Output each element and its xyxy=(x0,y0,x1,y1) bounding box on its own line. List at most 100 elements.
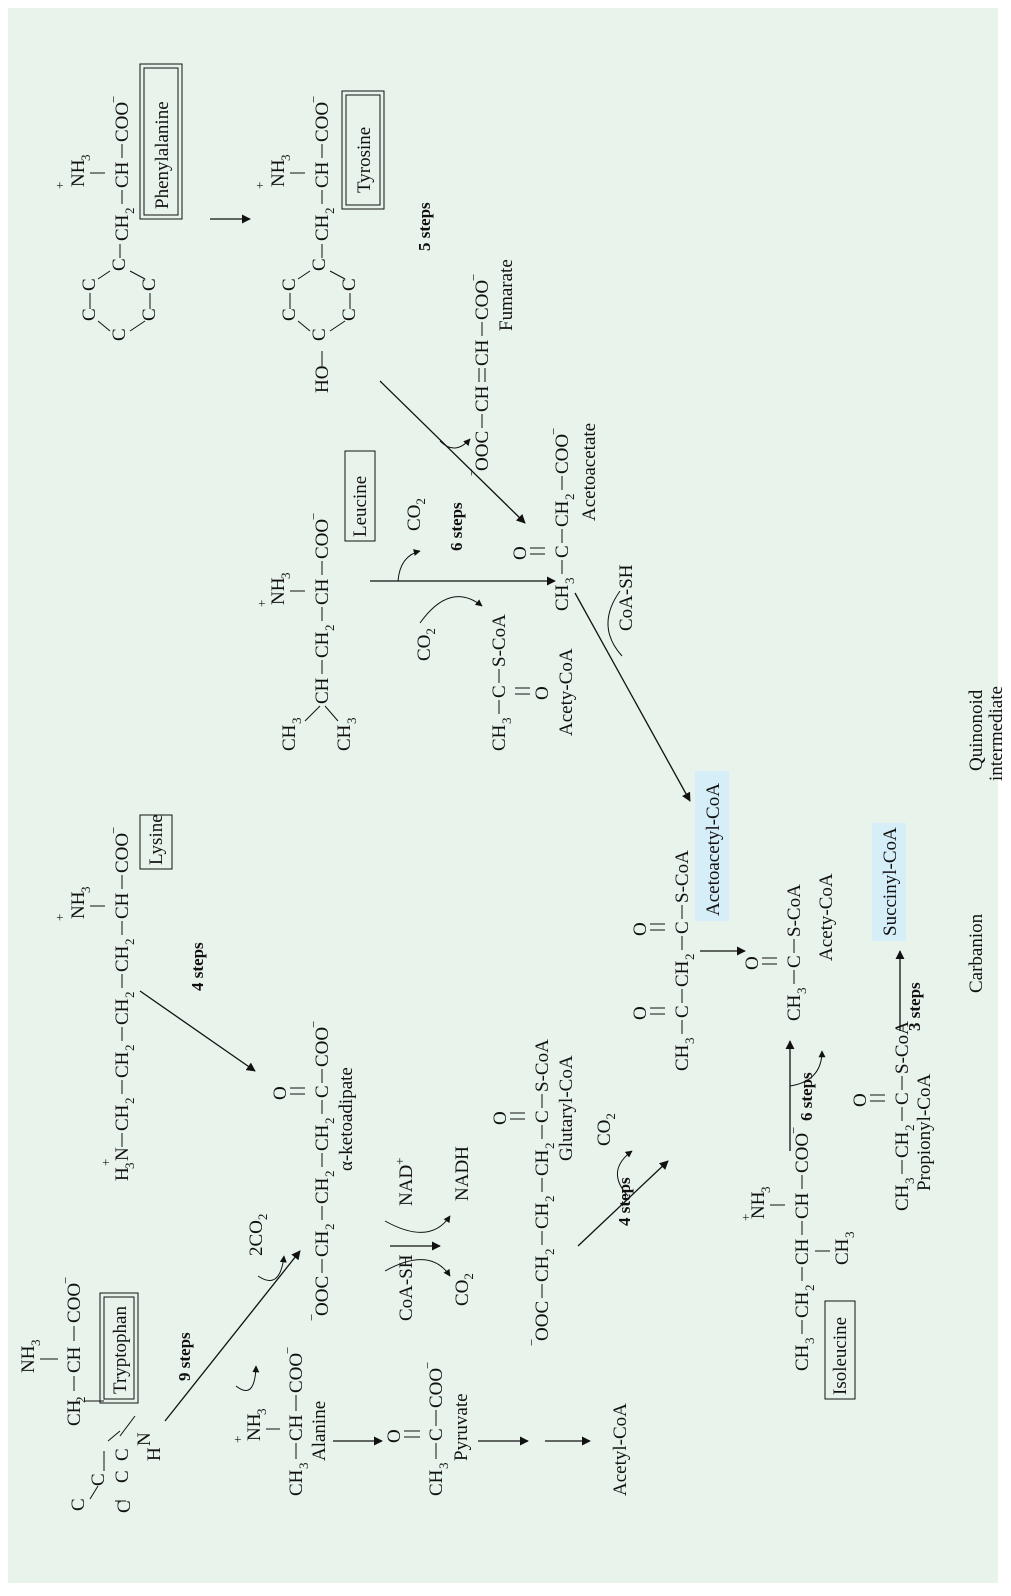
svg-text:−: − xyxy=(466,274,481,281)
tyrosine-label: Tyrosine xyxy=(354,127,375,193)
svg-text:C: C xyxy=(339,278,360,291)
acety-coa-structure-2: CH3 C S-CoA O xyxy=(742,884,809,1021)
nad-arrow xyxy=(384,1215,451,1233)
svg-text:C: C xyxy=(339,308,360,321)
co2-d-arrow xyxy=(419,596,483,624)
ketoadipate-structure: OOC− CH2 CH2 CH2 C COO− O xyxy=(270,1021,337,1321)
svg-text:C: C xyxy=(784,955,805,968)
coash-label-2: CoA-SH xyxy=(616,564,637,631)
svg-text:COO: COO xyxy=(312,519,333,559)
svg-text:COO: COO xyxy=(312,1027,333,1067)
svg-text:2: 2 xyxy=(122,939,137,946)
svg-text:O: O xyxy=(742,956,763,970)
lysine-label: Lysine xyxy=(146,814,167,865)
svg-text:COO: COO xyxy=(64,1283,85,1323)
nad-label: NAD+ xyxy=(392,1157,417,1206)
svg-text:3: 3 xyxy=(802,1338,817,1345)
svg-text:C: C xyxy=(114,1500,135,1513)
svg-text:2: 2 xyxy=(322,1118,337,1125)
svg-text:3: 3 xyxy=(78,155,93,162)
lysine-arrow xyxy=(139,990,256,1072)
svg-text:CH: CH xyxy=(312,214,333,241)
svg-text:+: + xyxy=(738,1214,753,1221)
svg-text:CH: CH xyxy=(286,1414,307,1441)
svg-text:COO: COO xyxy=(112,102,133,142)
acety-coa-structure-1: CH3 C S-CoA O xyxy=(489,614,553,751)
svg-text:3: 3 xyxy=(78,887,93,894)
svg-text:C: C xyxy=(88,1473,109,1486)
svg-text:O: O xyxy=(384,1429,405,1443)
svg-text:C: C xyxy=(552,545,573,558)
svg-text:CH: CH xyxy=(312,631,333,658)
svg-text:CH: CH xyxy=(112,945,133,972)
svg-text:NH: NH xyxy=(68,159,89,187)
svg-text:2: 2 xyxy=(682,954,697,961)
svg-text:CH: CH xyxy=(112,1051,133,1078)
acetoacetate-arrow xyxy=(574,592,691,802)
svg-text:2: 2 xyxy=(562,494,577,501)
svg-text:−: − xyxy=(524,1339,539,1346)
svg-text:O: O xyxy=(270,1086,291,1100)
tyrosine-structure: CC CC CC HO CH2 CH COO− NH3+ xyxy=(252,96,360,393)
svg-text:CH: CH xyxy=(472,339,493,366)
pyruvate-label: Pyruvate xyxy=(451,1393,472,1461)
svg-text:3: 3 xyxy=(436,1463,451,1470)
svg-text:−: − xyxy=(280,1347,295,1354)
trp-steps-label: 9 steps xyxy=(175,1332,194,1381)
tryptophan-label: Tryptophan xyxy=(110,1306,131,1394)
svg-text:CH: CH xyxy=(64,1399,85,1426)
quinonoid-label: Quinonoid xyxy=(966,689,987,771)
svg-text:3: 3 xyxy=(278,573,293,580)
svg-text:C: C xyxy=(112,1470,133,1483)
leucine-box xyxy=(344,450,376,542)
svg-text:CH: CH xyxy=(312,677,333,704)
svg-text:−: − xyxy=(304,1314,319,1321)
acety-coa-label-2: Acety-CoA xyxy=(816,873,837,961)
svg-text:3: 3 xyxy=(758,1187,773,1194)
svg-text:NH: NH xyxy=(748,1191,769,1219)
svg-text:−: − xyxy=(106,827,121,834)
svg-text:CH: CH xyxy=(532,1202,553,1229)
svg-text:2: 2 xyxy=(73,1397,88,1404)
svg-text:O: O xyxy=(850,1093,871,1107)
svg-text:CH: CH xyxy=(312,1177,333,1204)
acety-coa-label-1: Acety-CoA xyxy=(556,648,577,736)
svg-text:COO: COO xyxy=(426,1368,447,1408)
svg-text:CH: CH xyxy=(532,1149,553,1176)
svg-text:CH: CH xyxy=(792,1192,813,1219)
svg-text:+: + xyxy=(254,600,269,607)
tyr-steps-label: 5 steps xyxy=(415,202,434,251)
svg-text:OOC: OOC xyxy=(532,1301,553,1341)
svg-text:O: O xyxy=(630,922,651,936)
svg-text:CH: CH xyxy=(532,1255,553,1282)
svg-text:C: C xyxy=(112,1448,133,1461)
svg-text:−: − xyxy=(420,1362,435,1369)
glut-steps-label: 4 steps xyxy=(615,1177,634,1226)
svg-text:3: 3 xyxy=(842,1232,857,1239)
fumarate-arrow xyxy=(439,438,471,449)
svg-text:CH: CH xyxy=(784,994,805,1021)
svg-text:2: 2 xyxy=(322,625,337,632)
tyrosine-arrow xyxy=(379,380,526,524)
two-co2-label: 2CO2 xyxy=(246,1214,270,1256)
svg-text:NH: NH xyxy=(244,1413,265,1441)
propionyl-label: Propionyl-CoA xyxy=(914,1074,935,1191)
glutaryl-structure: OOC− CH2 CH2 CH2 C S-CoA O xyxy=(490,1039,557,1346)
svg-text:3: 3 xyxy=(254,1409,269,1416)
svg-text:2: 2 xyxy=(542,1143,557,1150)
svg-text:NH: NH xyxy=(268,159,289,187)
coash-2-arrow xyxy=(607,590,623,657)
svg-text:−: − xyxy=(106,96,121,103)
svg-text:C: C xyxy=(489,685,510,698)
acetoacetate-structure: CH3 C CH2 COO− O xyxy=(510,428,577,611)
coash-label-1: CoA-SH xyxy=(396,1254,417,1321)
svg-text:C: C xyxy=(672,1005,693,1018)
prop-steps-label: 3 steps xyxy=(905,982,924,1031)
svg-text:2: 2 xyxy=(542,1196,557,1203)
svg-text:C: C xyxy=(279,308,300,321)
svg-text:C: C xyxy=(426,1428,447,1441)
background xyxy=(8,8,998,1583)
svg-text:O: O xyxy=(532,686,553,700)
svg-text:2: 2 xyxy=(902,1125,917,1132)
